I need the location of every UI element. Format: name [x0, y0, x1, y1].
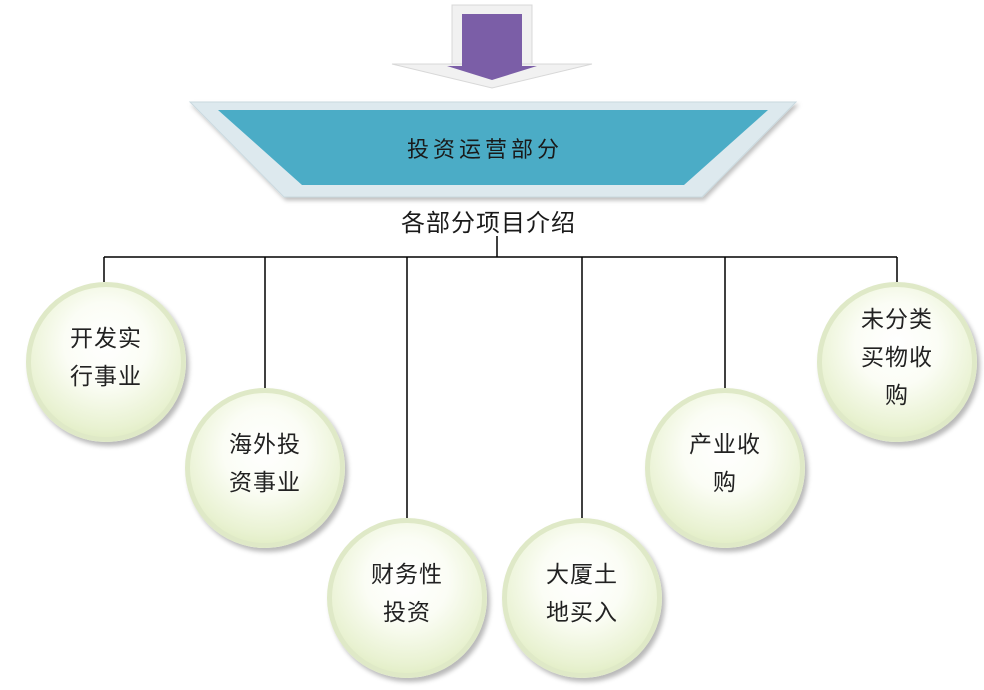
node-building-land-purchase: 大厦土 地买入: [502, 518, 662, 678]
connector-lines: [103, 236, 898, 518]
node-uncategorized-acquisition-label: 未分类 买物收 购: [861, 307, 933, 409]
node-industry-acquisition-label: 产业收 购: [689, 432, 761, 496]
node-development-label: 开发实 行事业: [70, 326, 142, 390]
node-building-land-purchase-label: 大厦土 地买入: [546, 562, 618, 626]
node-overseas-investment-label: 海外投 资事业: [229, 432, 301, 496]
diagram-subtitle: 各部分项目介绍: [401, 209, 576, 237]
node-development: 开发实 行事业: [26, 282, 186, 442]
title-banner: [188, 101, 798, 198]
down-arrow-icon: [391, 4, 593, 89]
node-uncategorized-acquisition: 未分类 买物收 购: [817, 282, 977, 442]
node-overseas-investment: 海外投 资事业: [185, 388, 345, 548]
node-industry-acquisition: 产业收 购: [645, 388, 805, 548]
node-financial-investment-label: 财务性 投资: [371, 562, 443, 626]
banner-title: 投资运营部分: [407, 138, 564, 163]
node-financial-investment: 财务性 投资: [327, 518, 487, 678]
